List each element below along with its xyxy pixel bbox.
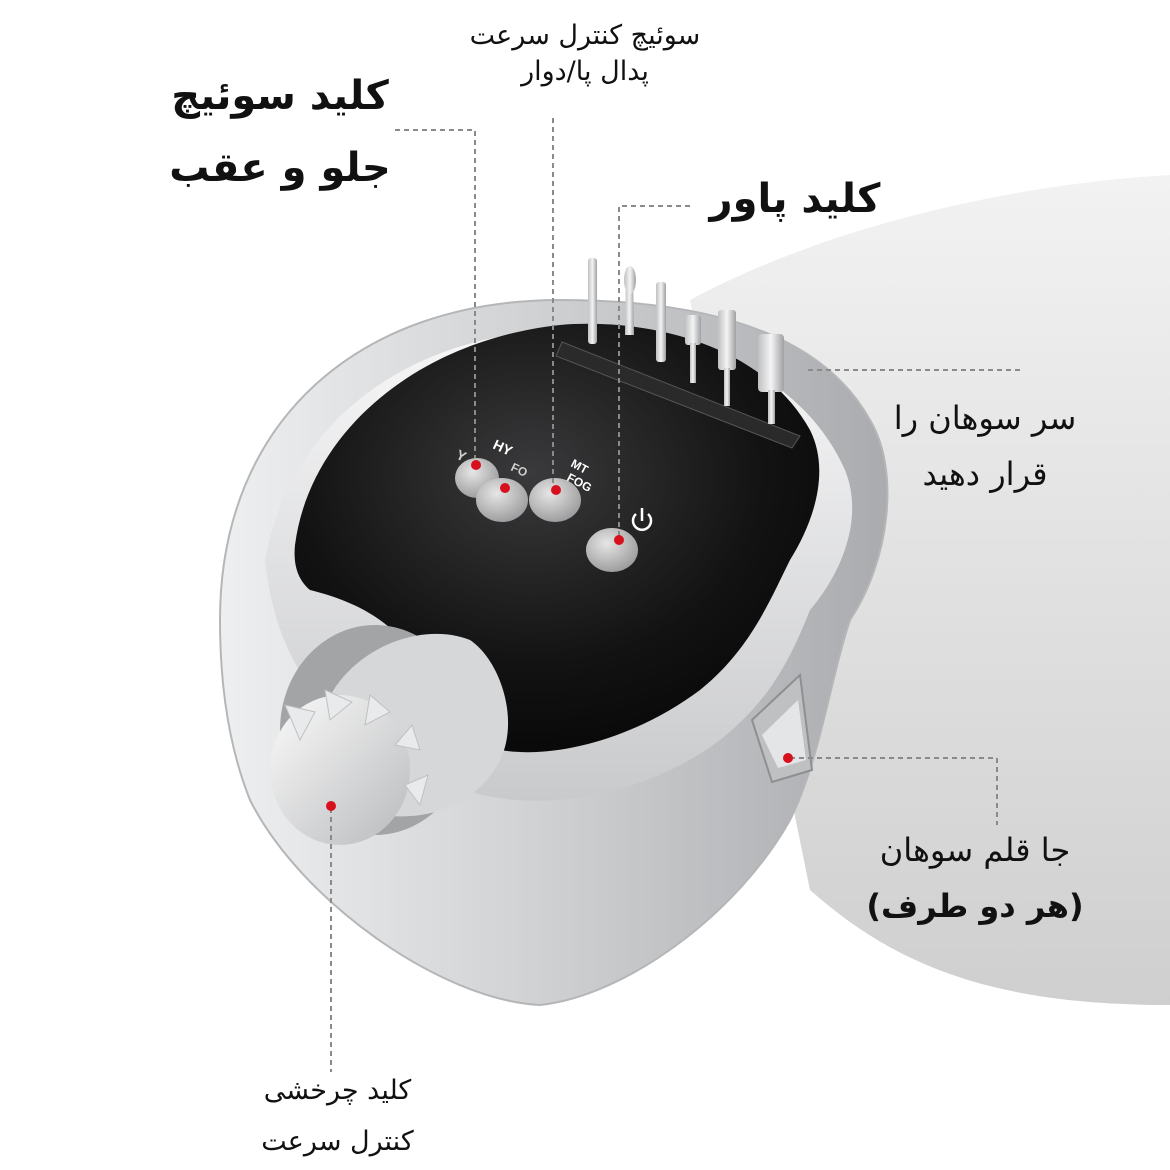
- bit-slot: [555, 341, 801, 449]
- label-forward-reverse-line2: جلو و عقب: [169, 145, 391, 191]
- label-speed-pedal-switch-line1: سوئیچ کنترل سرعت: [469, 20, 701, 51]
- label-speed-pedal-switch: سوئیچ کنترل سرعت پدال پا/دوار: [430, 18, 740, 91]
- label-speed-dial: کلید چرخشی کنترل سرعت: [230, 1065, 445, 1168]
- label-speed-dial-line2: کنترل سرعت: [261, 1126, 414, 1158]
- button-label-hy: HY: [491, 436, 516, 459]
- label-power-key: کلید پاور: [690, 172, 900, 226]
- marker-pen-holder: [783, 753, 793, 763]
- label-forward-reverse-switch: کلید سوئیچ جلو و عقب: [150, 60, 410, 204]
- label-speed-pedal-switch-line2: پدال پا/دوار: [521, 56, 649, 88]
- forward-reverse-button: [476, 478, 528, 522]
- speed-mode-button: [529, 478, 581, 522]
- button-label-fo: FO: [509, 460, 530, 480]
- label-pen-holder: جا قلم سوهان (هر دو طرف): [850, 822, 1100, 934]
- label-pen-holder-line2: (هر دو طرف): [866, 887, 1084, 925]
- marker-forward-reverse: [500, 483, 510, 493]
- power-button: [586, 528, 638, 572]
- label-pen-holder-line1: جا قلم سوهان: [879, 831, 1071, 869]
- power-symbol-icon: [631, 508, 653, 531]
- markers: [326, 460, 793, 811]
- drill-bits: [588, 258, 784, 424]
- label-insert-bits-line2: قرار دهید: [922, 455, 1048, 493]
- leader-lines: [330, 118, 1022, 1072]
- speed-dial-knob: [270, 625, 509, 845]
- label-insert-bits-line1: سر سوهان را: [893, 399, 1077, 437]
- label-forward-reverse-line1: کلید سوئیچ: [171, 73, 389, 119]
- pen-holder-clip: [750, 672, 814, 784]
- label-power-key-line1: کلید پاور: [709, 176, 881, 222]
- marker-speed-mode: [551, 485, 561, 495]
- marker-hy: [471, 460, 481, 470]
- label-insert-bits: سر سوهان را قرار دهید: [860, 390, 1110, 502]
- marker-power: [614, 535, 624, 545]
- marker-speed-dial: [326, 801, 336, 811]
- label-speed-dial-line1: کلید چرخشی: [263, 1075, 412, 1106]
